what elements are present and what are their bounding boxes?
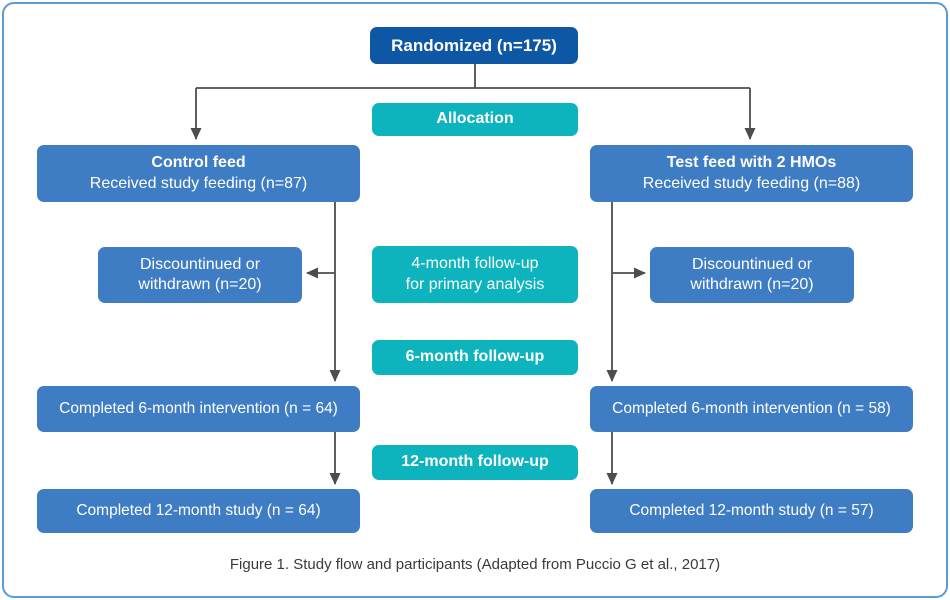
node-test-feed-detail: Received study feeding (n=88) xyxy=(642,174,861,192)
figure-caption: Figure 1. Study flow and participants (A… xyxy=(229,556,721,573)
node-six-month-label: 6-month follow-up xyxy=(405,348,545,366)
node-completed6-left: Completed 6-month intervention (n = 64) xyxy=(37,386,360,432)
node-four-month-followup: 4-month follow-up for primary analysis xyxy=(372,246,578,303)
node-discontinued-right: Discountinued or withdrawn (n=20) xyxy=(650,247,854,303)
node-randomized-label: Randomized (n=175) xyxy=(391,35,557,55)
node-control-feed-detail: Received study feeding (n=87) xyxy=(89,174,308,192)
node-allocation-label: Allocation xyxy=(436,110,514,128)
node-four-month-line1: 4-month follow-up xyxy=(411,255,539,273)
node-discontinued-left-line2: withdrawn (n=20) xyxy=(138,276,262,293)
node-four-month-line2: for primary analysis xyxy=(405,275,545,293)
node-randomized: Randomized (n=175) xyxy=(370,27,578,64)
node-twelve-month-followup: 12-month follow-up xyxy=(372,445,578,480)
node-discontinued-right-line1: Discountinued or xyxy=(691,255,813,273)
node-test-feed: Test feed with 2 HMOs Received study fee… xyxy=(590,145,913,202)
node-completed12-right: Completed 12-month study (n = 57) xyxy=(590,489,913,533)
node-completed6-right-label: Completed 6-month intervention (n = 58) xyxy=(612,400,891,418)
node-completed12-left: Completed 12-month study (n = 64) xyxy=(37,489,360,533)
node-test-feed-title: Test feed with 2 HMOs xyxy=(666,154,837,172)
node-allocation: Allocation xyxy=(372,103,578,136)
node-discontinued-right-line2: withdrawn (n=20) xyxy=(690,276,814,293)
node-six-month-followup: 6-month follow-up xyxy=(372,340,578,375)
node-completed6-right: Completed 6-month intervention (n = 58) xyxy=(590,386,913,432)
node-completed6-left-label: Completed 6-month intervention (n = 64) xyxy=(59,400,338,418)
node-completed12-left-label: Completed 12-month study (n = 64) xyxy=(76,502,321,520)
node-discontinued-left-line1: Discountinued or xyxy=(139,255,261,273)
node-control-feed: Control feed Received study feeding (n=8… xyxy=(37,145,360,202)
node-discontinued-left: Discountinued or withdrawn (n=20) xyxy=(98,247,302,303)
node-completed12-right-label: Completed 12-month study (n = 57) xyxy=(629,502,874,520)
node-twelve-month-label: 12-month follow-up xyxy=(401,453,549,471)
node-control-feed-title: Control feed xyxy=(151,154,246,172)
